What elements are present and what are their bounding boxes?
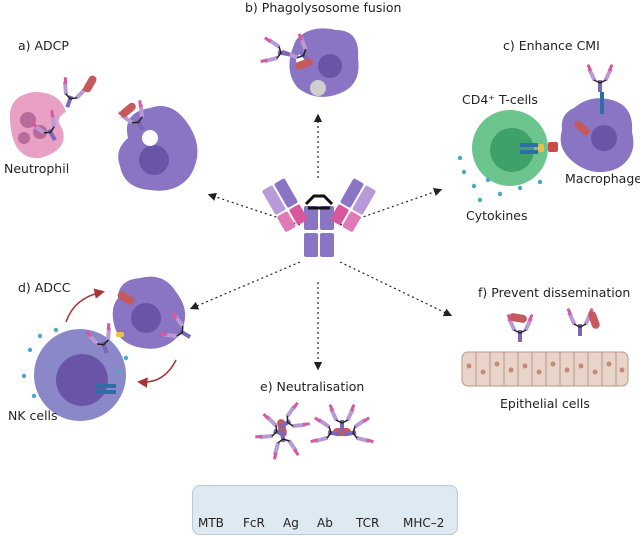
central-antibody [262,178,376,257]
phagolysosome-macrophage [259,28,359,97]
legend [192,485,458,535]
legend-label-mhc2: MHC–2 [403,516,445,530]
legend-label-fcr: FcR [243,516,265,530]
label-neutrophil: Neutrophil [4,161,70,176]
legend-label-ab: Ab [317,516,333,530]
panel-label-d: d) ADCC [18,280,71,295]
panel-label-e: e) Neutralisation [260,379,365,394]
adcc-dots [21,327,129,399]
adcc-macrophage [83,276,198,359]
panel-label-b: b) Phagolysosome fusion [245,0,402,15]
cytokine-dots [457,155,543,203]
legend-label-ag: Ag [283,516,299,530]
legend-label-mtb: MTB [198,516,224,530]
panel-label-f: f) Prevent dissemination [478,285,631,300]
legend-label-tcr: TCR [356,516,380,530]
t-cell [472,110,548,186]
epithelium [461,351,629,387]
dissemination-antibodies [505,307,601,343]
neutrophil-cell [9,92,67,159]
label-macrophage: Macrophage [565,171,640,186]
cmi-macrophage [548,63,634,173]
neutralisation-group [253,400,375,461]
label-cd4-tcells: CD4⁺ T-cells [462,92,538,107]
nk-cell [34,329,126,421]
label-epithelial-cells: Epithelial cells [500,396,590,411]
panel-label-a: a) ADCP [18,38,69,53]
adcp-macrophage [116,98,198,191]
label-nk-cells: NK cells [8,408,58,423]
label-cytokines: Cytokines [466,208,528,223]
panel-label-c: c) Enhance CMI [503,38,600,53]
adcc-curved-arrows [65,288,177,388]
